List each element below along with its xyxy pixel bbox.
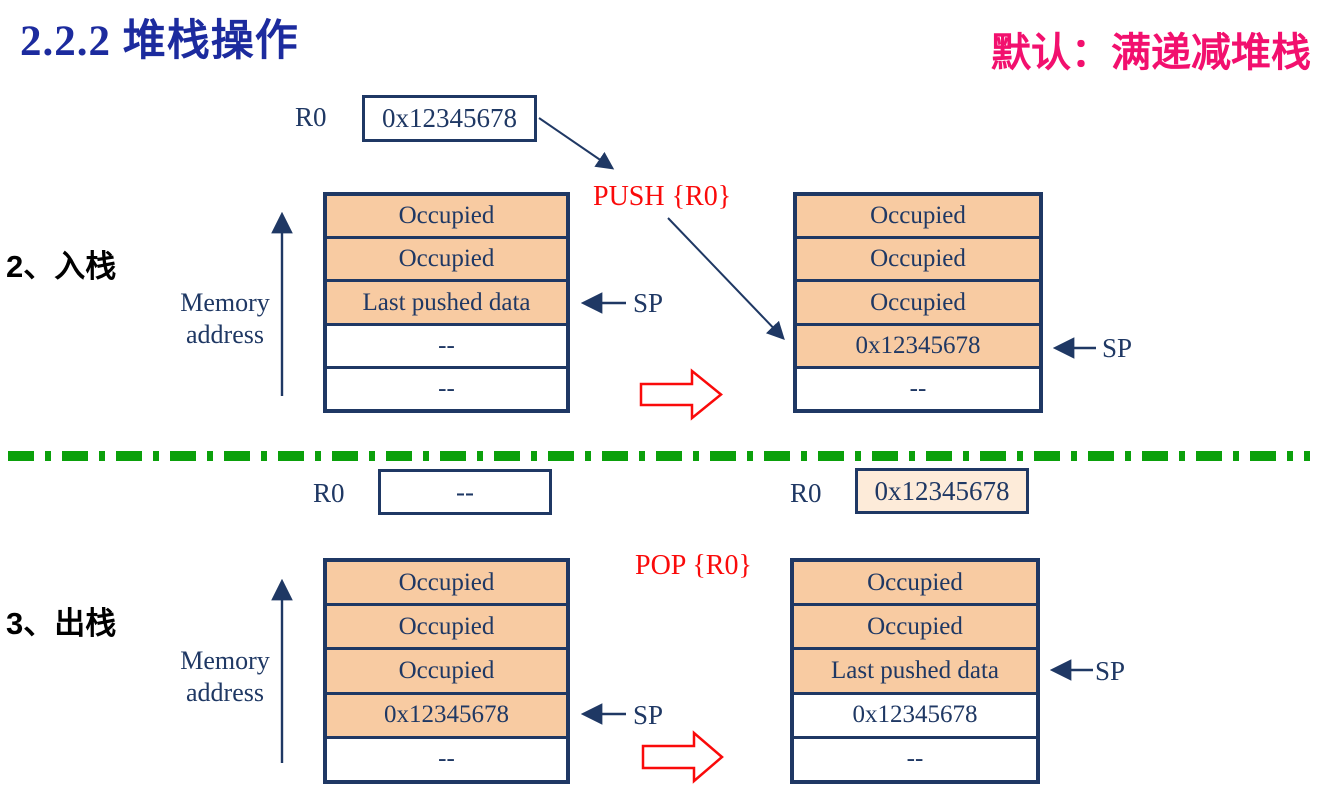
pop-transition-arrow — [641, 730, 724, 784]
stack-cell-text: -- — [438, 374, 455, 402]
memory-axis-line2: address — [186, 319, 264, 349]
pop-after-sp-label: SP — [1095, 656, 1126, 686]
stack-cell-text: Occupied — [398, 245, 495, 273]
stack-row: Occupied — [794, 606, 1036, 651]
push-register-to-instruction-arrow — [538, 117, 615, 170]
pop-register-before-box: -- — [378, 469, 552, 515]
pop-register-after-name: R0 — [790, 478, 822, 508]
stack-cell-text: -- — [438, 331, 455, 359]
push-instruction-label: PUSH {R0} — [593, 181, 732, 212]
stack-row: 0x12345678 — [327, 694, 566, 739]
stack-cell-text: -- — [438, 745, 455, 773]
push-instruction-to-stack-arrow — [667, 217, 785, 340]
push-after-sp-label: SP — [1102, 333, 1133, 363]
default-stack-type-note: 默认：满递减堆栈 — [991, 30, 1311, 75]
push-memory-axis-label: Memory address — [160, 287, 290, 350]
pop-instruction-label: POP {R0} — [635, 550, 752, 581]
stack-cell-text: Occupied — [398, 657, 495, 684]
stack-cell-text: -- — [909, 374, 927, 402]
stack-cell-text: -- — [906, 745, 924, 773]
stack-cell-text: Occupied — [870, 202, 966, 230]
pop-before-sp-label: SP — [633, 700, 664, 730]
stack-cell-text: Occupied — [867, 568, 963, 596]
pop-section-heading: 3、出栈 — [6, 606, 117, 641]
stack-row: Occupied — [327, 650, 566, 695]
stack-row: Occupied — [797, 282, 1039, 326]
pop-register-after-value: 0x12345678 — [874, 475, 1010, 506]
push-before-sp-label: SP — [633, 288, 664, 318]
push-register-value: 0x12345678 — [382, 103, 517, 133]
stack-row: Occupied — [327, 562, 566, 607]
pop-memory-axis-label: Memory address — [160, 645, 290, 708]
push-register-name: R0 — [295, 102, 327, 132]
memory-axis-line1: Memory — [180, 646, 270, 675]
memory-axis-line1: Memory — [180, 288, 270, 317]
stack-row: Last pushed data — [794, 650, 1036, 695]
stack-cell-text: 0x12345678 — [384, 701, 509, 729]
stack-cell-text: Occupied — [398, 568, 495, 596]
page-title: 2.2.2 堆栈操作 — [20, 18, 299, 65]
pop-register-after-box: 0x12345678 — [855, 468, 1029, 514]
stack-row: -- — [327, 368, 566, 410]
stack-row: 0x12345678 — [797, 325, 1039, 369]
stack-row: Occupied — [794, 562, 1036, 607]
stack-row: Occupied — [797, 239, 1039, 283]
stack-row: -- — [794, 738, 1036, 781]
stack-cell-text: Last pushed data — [362, 288, 531, 316]
stack-cell-text: Occupied — [870, 288, 966, 316]
stack-row: -- — [327, 738, 566, 781]
push-register-box: 0x12345678 — [362, 95, 537, 142]
stack-cell-text: Occupied — [867, 612, 963, 640]
stack-cell-text: Last pushed data — [830, 657, 999, 684]
stack-cell-text: 0x12345678 — [852, 701, 978, 729]
push-transition-arrow — [639, 368, 723, 421]
push-section-heading: 2、入栈 — [6, 249, 117, 284]
stack-cell-text: 0x12345678 — [855, 331, 981, 359]
stack-row: Occupied — [327, 196, 566, 240]
stack-row: Occupied — [797, 196, 1039, 240]
stack-row: -- — [797, 368, 1039, 410]
stack-cell-text: Occupied — [398, 202, 495, 230]
stack-row: -- — [327, 325, 566, 369]
pop-register-before-value: -- — [456, 476, 474, 507]
memory-axis-line2: address — [186, 677, 264, 707]
stack-row: Occupied — [327, 606, 566, 651]
stack-cell-text: Occupied — [398, 612, 495, 640]
stack-row: 0x12345678 — [794, 694, 1036, 739]
stack-cell-text: Occupied — [870, 245, 966, 273]
pop-register-before-name: R0 — [313, 478, 345, 508]
stack-row: Occupied — [327, 239, 566, 283]
stack-row: Last pushed data — [327, 282, 566, 326]
